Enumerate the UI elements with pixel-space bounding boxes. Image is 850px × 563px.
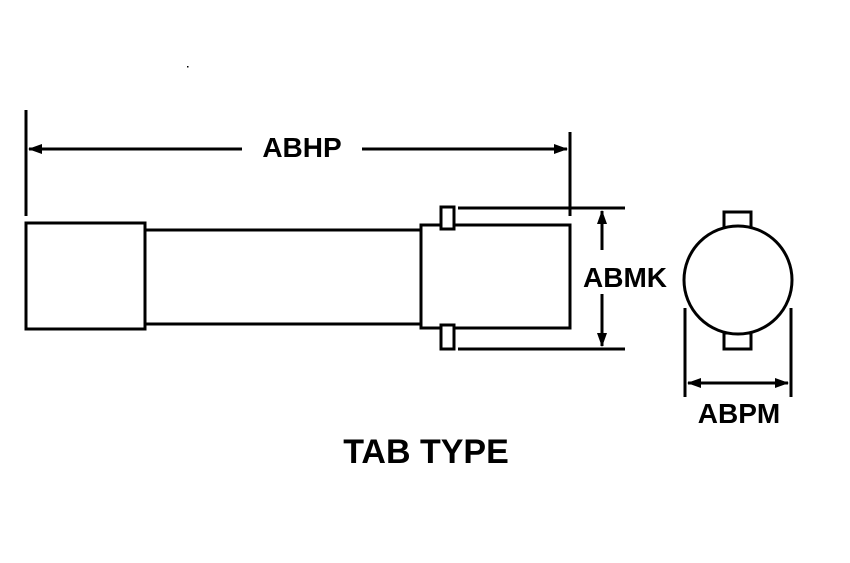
fuse-side-view: [24, 205, 572, 351]
abmk-label: ABMK: [583, 262, 667, 293]
top-tab: [439, 205, 456, 231]
left-end-cap: [24, 221, 147, 331]
dimension-abhp: ABHP: [24, 110, 572, 216]
abpm-label: ABPM: [698, 398, 780, 429]
abhp-label: ABHP: [262, 132, 341, 163]
dimension-abmk: ABMK: [458, 206, 667, 351]
diagram-title: TAB TYPE: [343, 433, 509, 471]
bottom-tab: [439, 323, 456, 351]
speck: [187, 66, 189, 68]
dimension-abpm: ABPM: [683, 308, 793, 429]
end-view-circle: [682, 224, 794, 336]
fuse-end-view: [682, 210, 794, 351]
right-end-cap: [419, 223, 572, 330]
